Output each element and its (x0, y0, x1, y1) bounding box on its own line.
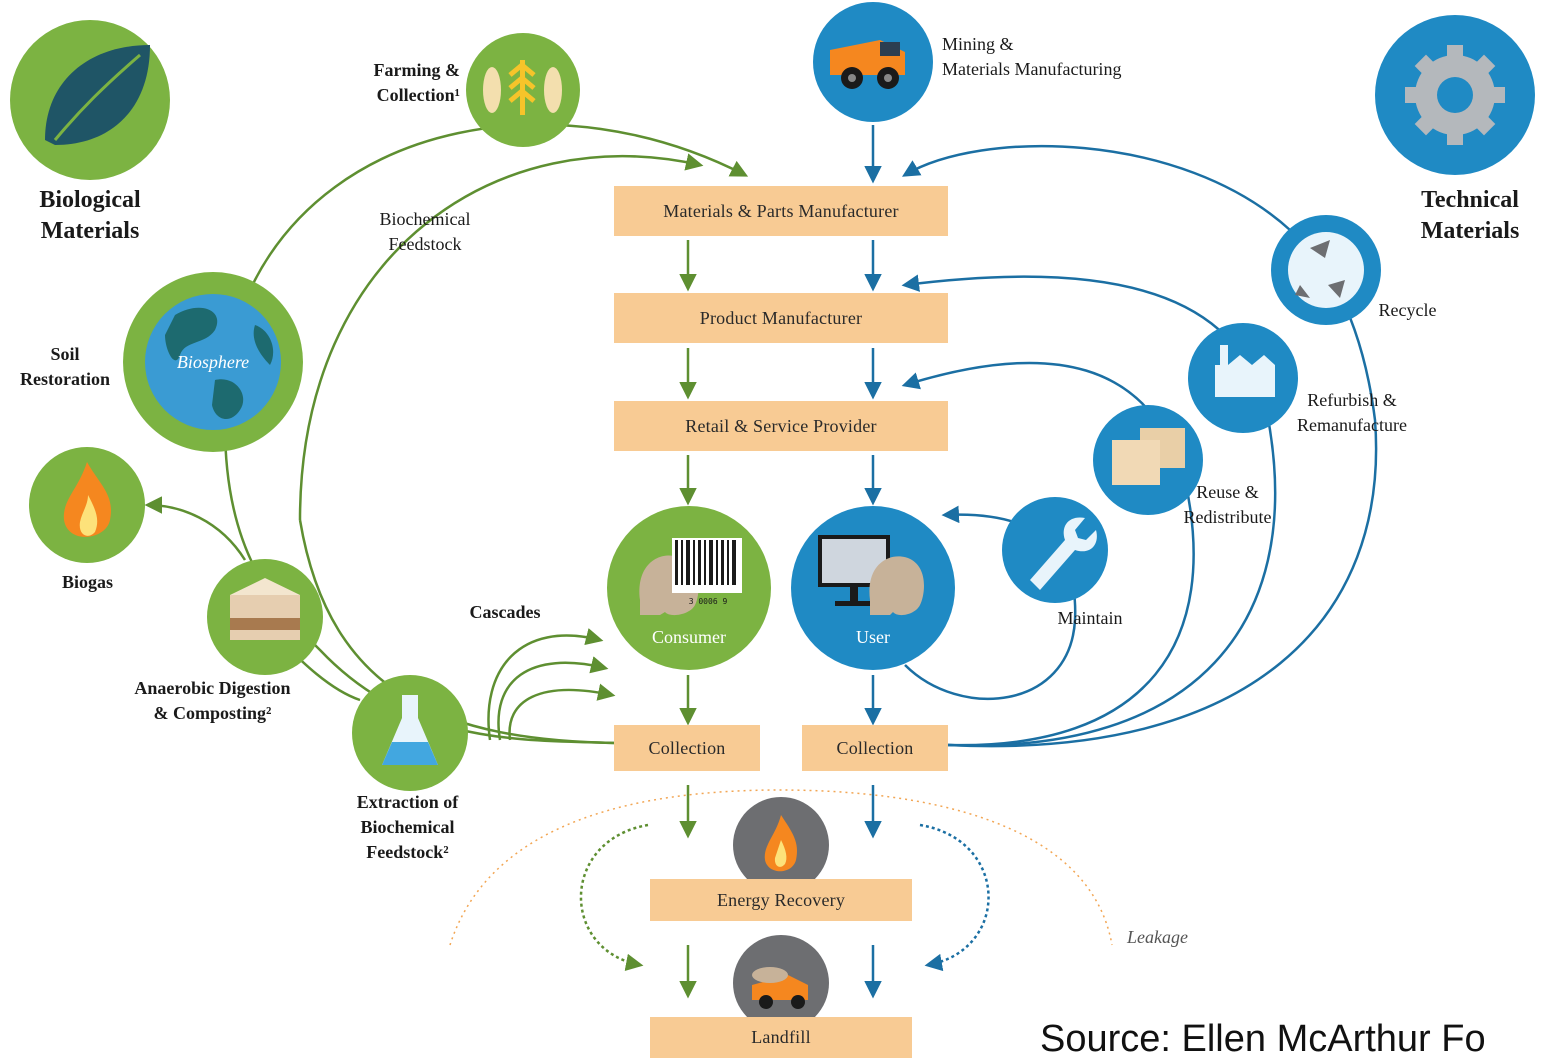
materials-parts-manufacturer-box: Materials & Parts Manufacturer (614, 186, 948, 236)
refurbish-remanufacture-label: Refurbish & Remanufacture (1297, 390, 1407, 435)
flow-collection-outer (223, 424, 616, 745)
mining-materials-label: Mining & Materials Manufacturing (942, 34, 1122, 79)
cascade-arc-2 (497, 656, 609, 741)
green-dotted-return (579, 823, 649, 971)
farming-collection-label: Farming & Collection¹ (373, 60, 460, 105)
biosphere-globe-icon (123, 272, 303, 452)
flow-farming-to-manufacturer (248, 123, 749, 291)
collection-tech-box: Collection (802, 725, 948, 771)
leakage-arc (449, 789, 1113, 946)
technical-materials-title: Technical Materials (1420, 187, 1520, 244)
anaerobic-soil-icon (207, 559, 323, 675)
flow-to-biogas (144, 496, 247, 561)
consumer-head-icon (607, 506, 771, 670)
retail-service-provider-box: Retail & Service Provider (614, 401, 948, 451)
user-label: User (856, 627, 890, 647)
soil-restoration-label: Soil Restoration (20, 344, 110, 389)
barcode-number: 3 0006 9 (689, 597, 728, 606)
factory-icon (1188, 323, 1298, 433)
biosphere-label: Biosphere (176, 352, 250, 372)
biochemical-feedstock-label: Biochemical Feedstock (379, 209, 471, 254)
mining-truck-icon (813, 2, 933, 122)
source-caption: Source: Ellen McArthur Fo (1040, 1018, 1486, 1060)
leaf-icon (10, 20, 170, 180)
anaerobic-digestion-label: Anaerobic Digestion & Composting² (134, 678, 291, 723)
consumer-label: Consumer (652, 627, 726, 647)
extraction-flask-icon (352, 675, 468, 791)
user-computer-icon (791, 506, 955, 670)
gear-icon (1375, 15, 1535, 175)
leakage-label: Leakage (1127, 927, 1188, 947)
wrench-icon (1002, 497, 1108, 603)
collection-bio-box: Collection (614, 725, 760, 771)
landfill-box: Landfill (650, 1017, 912, 1058)
biogas-flame-icon (29, 447, 145, 563)
maintain-label: Maintain (1057, 608, 1123, 628)
recycle-to-materials (901, 144, 1291, 231)
cascade-arc-1 (487, 628, 604, 741)
energy-recovery-box: Energy Recovery (650, 879, 912, 921)
recycle-label: Recycle (1378, 300, 1437, 320)
blue-dotted-return (919, 823, 990, 972)
refurbish-loop (901, 274, 1277, 747)
landfill-truck-icon (733, 935, 829, 1031)
farming-icon (466, 33, 580, 147)
cascade-arc-3 (508, 683, 616, 741)
biological-materials-title: Biological Materials (39, 187, 141, 244)
reuse-boxes-icon (1093, 405, 1203, 515)
extraction-biochemical-label: Extraction of Biochemical Feedstock² (356, 792, 459, 862)
energy-flame-icon (733, 797, 829, 893)
flow-feedstock-loop (298, 153, 704, 521)
product-manufacturer-box: Product Manufacturer (614, 293, 948, 343)
biogas-label: Biogas (61, 572, 113, 592)
reuse-redistribute-label: Reuse & Redistribute (1183, 482, 1272, 527)
cascades-label: Cascades (469, 602, 541, 622)
recycle-icon (1271, 215, 1381, 325)
